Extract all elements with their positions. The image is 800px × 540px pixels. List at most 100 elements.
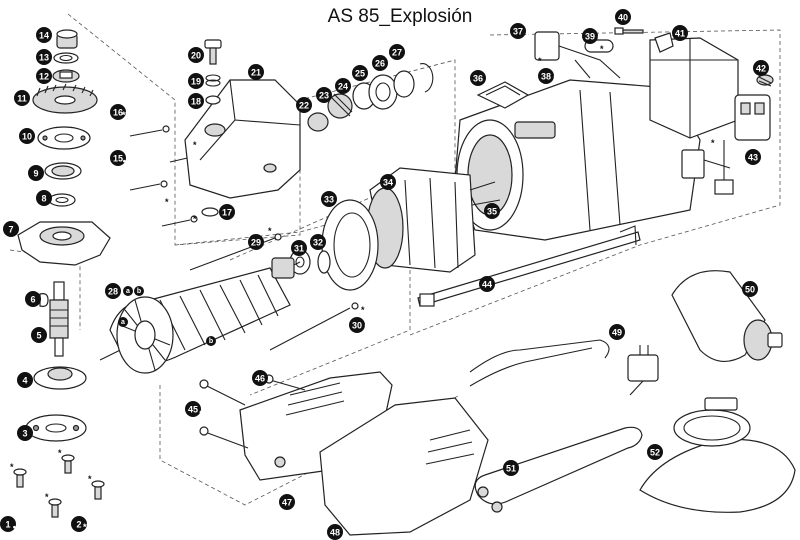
part-number-34: 34 <box>383 178 393 188</box>
part-number-9: 9 <box>33 169 38 179</box>
cord-wires <box>469 339 610 387</box>
part-number-12: 12 <box>39 72 49 82</box>
part-49-shape <box>627 345 659 396</box>
part-number-3: 3 <box>22 429 27 439</box>
part-badge-2: 2**** <box>71 516 97 532</box>
part-badge-18: 18 <box>188 93 204 109</box>
part-number-35: 35 <box>487 207 497 217</box>
part-50-shape <box>671 270 783 362</box>
part-21-shape <box>184 79 301 199</box>
part-number-32: 32 <box>313 238 323 248</box>
part-number-25: 25 <box>355 69 365 79</box>
svg-text:b: b <box>137 288 141 295</box>
part-42-shape <box>756 74 774 87</box>
asterisk-marker: * <box>45 492 49 502</box>
part-badge-36: 36 <box>470 70 486 86</box>
part-number-40: 40 <box>618 13 628 23</box>
part-number-11: 11 <box>17 94 27 104</box>
part-number-43: 43 <box>748 153 758 163</box>
part-badge-40: 40 <box>615 9 631 25</box>
part-badges: 1••••2****3456789101112131415••••16****1… <box>0 9 769 540</box>
svg-text:a: a <box>126 288 130 295</box>
part-3-shape <box>25 414 87 442</box>
part-number-4: 4 <box>22 376 27 386</box>
part-number-20: 20 <box>191 51 201 61</box>
part-number-16: 16 <box>113 108 123 118</box>
part-badge-13: 13 <box>36 49 52 65</box>
part-badge-5: 5 <box>31 327 47 343</box>
part-badge-32: 32 <box>310 234 326 250</box>
part-badge-8: 8 <box>36 190 52 206</box>
part-13-shape <box>53 52 79 64</box>
part-badge-49: 49 <box>609 324 625 340</box>
part-badge-39: 39** <box>582 28 605 44</box>
part-number-47: 47 <box>282 498 292 508</box>
part-number-42: 42 <box>756 64 766 74</box>
part-number-14: 14 <box>39 31 49 41</box>
part-number-28: 28 <box>108 287 118 297</box>
asterisk-marker: * <box>10 462 14 472</box>
part-6-shape <box>39 293 49 307</box>
part-badge-19: 19 <box>188 73 204 89</box>
part-badge-15: 15•••• <box>110 150 135 166</box>
screws-45-46 <box>199 374 306 449</box>
part-36-shape <box>476 81 530 109</box>
part-29-shape <box>189 233 282 271</box>
part-badge-46: 46 <box>252 370 268 386</box>
asterisk-marker: * <box>711 138 715 148</box>
motor-housing-shape <box>454 79 701 241</box>
svg-text:b: b <box>209 338 213 345</box>
part-badge-1: 1•••• <box>0 516 25 532</box>
part-number-21: 21 <box>251 68 261 78</box>
part-10-shape <box>37 126 91 150</box>
part-badge-11: 11 <box>14 90 30 106</box>
part-30-shape <box>269 302 359 351</box>
sub-marker-b: b <box>206 336 216 346</box>
part-mark-16: **** <box>122 110 137 120</box>
part-40-41-shape <box>614 27 674 53</box>
part-mark-37: •• <box>526 29 532 39</box>
part-badge-27: 27 <box>389 44 405 60</box>
part-badge-22: 22 <box>296 97 312 113</box>
asterisk-marker: * <box>361 305 365 315</box>
part-number-29: 29 <box>251 238 261 248</box>
parts-31-32-shape <box>289 249 331 275</box>
part-number-50: 50 <box>745 285 755 295</box>
part-4-shape <box>33 366 87 390</box>
part-badge-26: 26 <box>372 55 388 71</box>
part-mark-45: ••• <box>199 407 208 417</box>
part-badge-7: 7 <box>3 221 19 237</box>
part-mark-15: •••• <box>123 156 136 166</box>
part-mark-39: ** <box>597 34 605 44</box>
part-number-5: 5 <box>36 331 41 341</box>
part-number-31: 31 <box>294 244 304 254</box>
switch-assembly <box>534 31 771 195</box>
part-badge-38: 38** <box>538 68 561 84</box>
part-number-22: 22 <box>299 101 309 111</box>
part-badge-24: 24 <box>335 78 351 94</box>
part-number-37: 37 <box>513 27 523 37</box>
part-number-8: 8 <box>41 194 46 204</box>
part-badge-35: 35 <box>484 203 500 219</box>
part-number-24: 24 <box>338 82 348 92</box>
part-badge-25: 25 <box>352 65 368 81</box>
bearing-stack <box>307 63 434 132</box>
part-badge-9: 9 <box>28 165 44 181</box>
part-mark-38: ** <box>553 74 561 84</box>
part-badge-28: 28 <box>105 283 121 299</box>
part-badge-42: 42 <box>753 60 769 76</box>
part-badge-52: 52 <box>647 444 663 460</box>
asterisk-marker: * <box>193 140 197 150</box>
part-badge-50: 50 <box>742 281 758 297</box>
part-badge-20: 20 <box>188 47 204 63</box>
part-44-shape <box>417 225 641 307</box>
part-number-52: 52 <box>650 448 660 458</box>
part-51-shape <box>474 426 643 513</box>
small-screws-left <box>13 454 105 518</box>
part-badge-4: 4 <box>17 372 33 388</box>
part-number-15: 15 <box>113 154 123 164</box>
part-badge-23: 23 <box>316 87 332 103</box>
sub-marker-a: a <box>118 317 128 327</box>
